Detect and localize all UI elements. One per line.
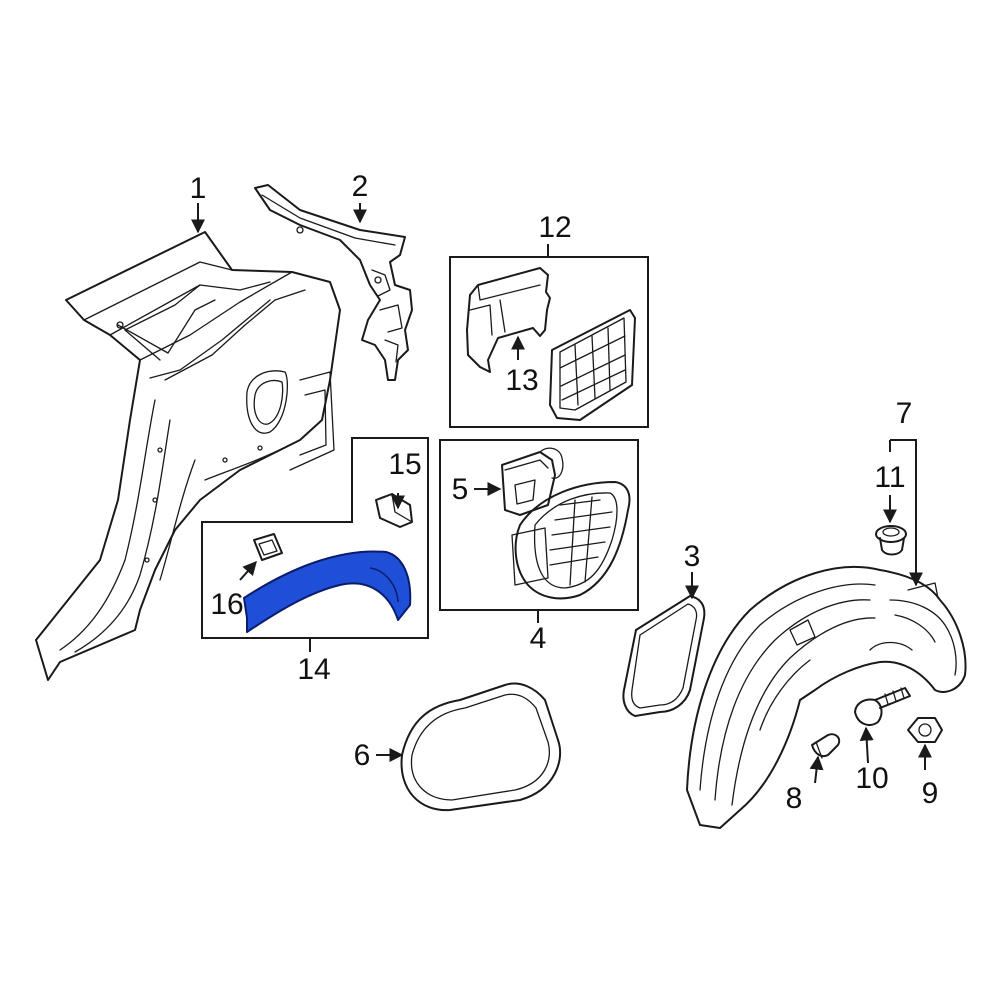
clip-part-15[interactable] (375, 493, 413, 528)
callout-2[interactable]: 2 (352, 170, 369, 203)
seal-part-3[interactable] (622, 595, 706, 717)
callout-13[interactable]: 13 (505, 364, 538, 397)
leader-lines (191, 203, 932, 784)
push-pin-part-8[interactable] (811, 733, 841, 759)
actuator-part-5[interactable] (501, 447, 564, 516)
callout-11[interactable]: 11 (874, 461, 905, 494)
callout-5[interactable]: 5 (452, 473, 469, 506)
callout-1[interactable]: 1 (190, 172, 207, 205)
detail-box-4 (439, 439, 639, 611)
callout-15[interactable]: 15 (388, 448, 421, 481)
callout-4[interactable]: 4 (530, 622, 547, 655)
bracket-part-13[interactable] (466, 267, 551, 373)
callout-7[interactable]: 7 (896, 397, 913, 430)
fuel-housing-part-4[interactable] (511, 481, 631, 600)
wheel-arch-molding-part-14[interactable] (243, 550, 412, 633)
inner-bracket-part-2[interactable] (254, 184, 413, 381)
grille-part-12[interactable] (549, 309, 636, 421)
fastener-part-16[interactable] (253, 533, 283, 561)
callout-16[interactable]: 16 (210, 588, 243, 621)
fuel-door-part-6[interactable] (400, 682, 562, 812)
callout-3[interactable]: 3 (684, 540, 701, 573)
detail-box-12 (449, 256, 649, 428)
grommet-part-11[interactable] (875, 525, 907, 556)
nut-part-9[interactable] (907, 717, 943, 743)
callout-8[interactable]: 8 (786, 782, 803, 815)
callout-14[interactable]: 14 (297, 653, 330, 686)
callout-12[interactable]: 12 (538, 211, 571, 244)
bolt-part-10[interactable] (854, 687, 911, 726)
callout-6[interactable]: 6 (354, 739, 371, 772)
wheel-liner-part-7[interactable] (686, 566, 967, 829)
callout-10[interactable]: 10 (855, 762, 888, 795)
quarter-panel-part-1[interactable] (35, 231, 341, 681)
detail-box-14 (201, 437, 429, 639)
callout-9[interactable]: 9 (922, 777, 939, 810)
